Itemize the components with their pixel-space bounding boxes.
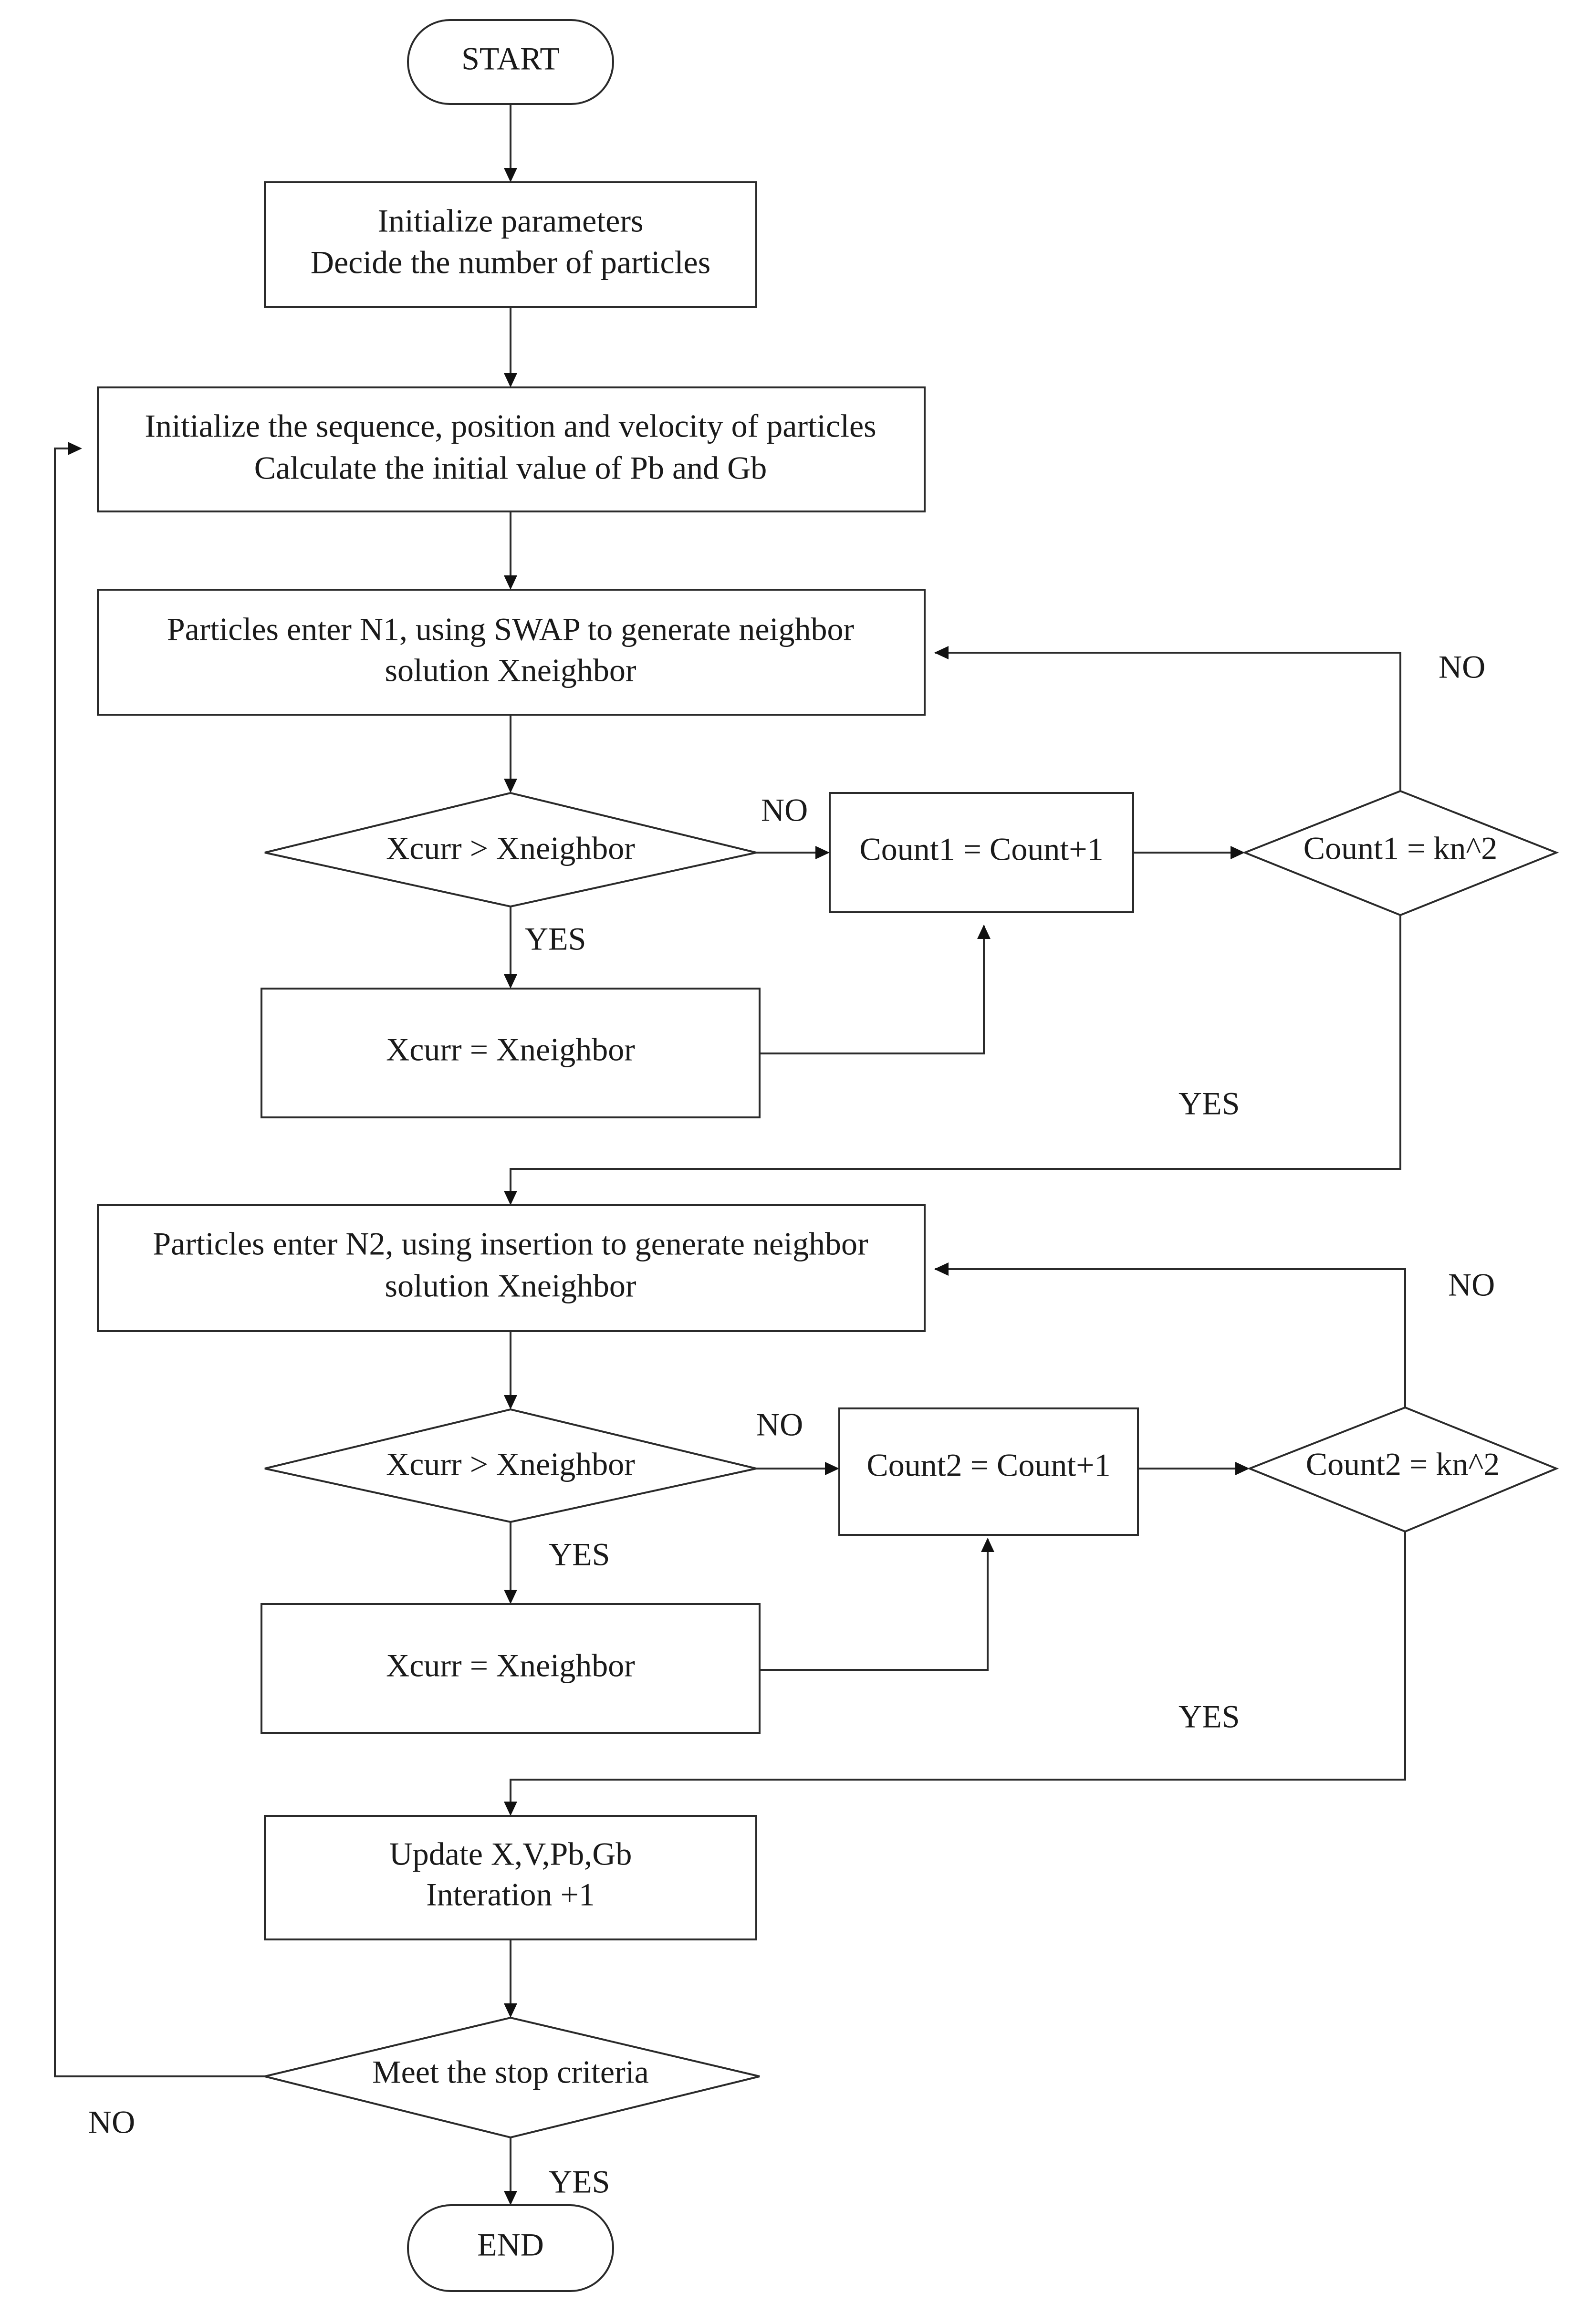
arrowhead [934,1262,949,1276]
arrowhead [1235,1462,1250,1475]
n1-check-label: Count1 = kn^2 [1304,830,1498,866]
edge-assign2-to-count2 [760,1539,989,1671]
arrowhead [1231,846,1245,859]
n1-compare-yes-label: YES [525,921,586,957]
arrowhead [504,2191,517,2205]
n2-enter-node: Particles enter N2, using insertion to g… [97,1204,926,1332]
n1-check-yes-label: YES [1179,1085,1240,1122]
arrowhead [504,575,517,590]
update-line-1: Update X,V,Pb,Gb [389,1836,632,1872]
stop-check-label: Meet the stop criteria [372,2054,649,2090]
update-line-2: Interation +1 [426,1876,595,1913]
start-node: START [407,19,614,105]
init-params-line-2: Decide the number of particles [311,244,710,281]
arrowhead [504,168,517,182]
arrowhead [934,646,949,659]
n1-count-node: Count1 = Count+1 [829,792,1134,913]
n2-check-decision: Count2 = kn^2 [1247,1406,1559,1533]
n1-check-decision: Count1 = kn^2 [1242,790,1559,917]
arrowhead [504,1395,517,1409]
init-particles-line-2: Calculate the initial value of Pb and Gb [254,450,767,486]
edge-assign1-to-count1 [760,926,985,1054]
n2-compare-yes-label: YES [549,1536,610,1573]
edge-labels: NO NO YES YES NO NO YES YES NO YES [88,649,1495,2200]
arrowhead [504,974,517,989]
n2-count-node: Count2 = Count+1 [838,1407,1139,1536]
n1-assign-node: Xcurr = Xneighbor [261,988,761,1118]
n2-assign-node: Xcurr = Xneighbor [261,1603,761,1734]
n2-check-label: Count2 = kn^2 [1306,1446,1500,1482]
edge-check2-no-to-n2 [935,1268,1406,1407]
edge-stop-no-to-particles [54,448,265,2077]
edge-check1-no-to-n1 [935,652,1401,791]
end-node: END [407,2204,614,2292]
n2-enter-line-2: solution Xneighbor [385,1268,636,1304]
connectors [54,104,1406,2203]
init-params-node: Initialize parameters Decide the number … [264,181,757,308]
n1-assign-label: Xcurr = Xneighbor [386,1032,635,1068]
edge-check1-yes-to-n2 [510,915,1401,1203]
update-node: Update X,V,Pb,Gb Interation +1 [264,1815,757,1940]
n2-loop-no-label: NO [1448,1267,1495,1303]
edge-check2-yes-to-update [510,1532,1406,1814]
init-particles-node: Initialize the sequence, position and ve… [97,386,926,512]
arrowhead [977,925,991,939]
start-label: START [461,41,560,77]
arrowhead [68,442,82,455]
stop-yes-label: YES [549,2164,610,2200]
arrowhead [504,1802,517,1816]
n2-compare-label: Xcurr > Xneighbor [386,1446,635,1482]
n2-check-yes-label: YES [1179,1699,1240,1735]
init-params-line-1: Initialize parameters [378,203,644,239]
n2-compare-no-label: NO [756,1407,803,1443]
n2-compare-decision: Xcurr > Xneighbor [264,1408,757,1523]
arrowhead [825,1462,839,1475]
end-label: END [477,2227,544,2263]
stop-check-decision: Meet the stop criteria [264,2016,760,2139]
n1-enter-line-1: Particles enter N1, using SWAP to genera… [167,611,855,647]
n1-compare-no-label: NO [761,792,808,828]
arrowhead [981,1538,994,1552]
n1-compare-label: Xcurr > Xneighbor [386,830,635,866]
n1-count-label: Count1 = Count+1 [859,831,1103,867]
arrowhead [504,1191,517,1205]
n1-loop-no-label: NO [1439,649,1485,685]
arrowhead [504,779,517,793]
init-particles-line-1: Initialize the sequence, position and ve… [145,408,876,444]
n2-count-label: Count2 = Count+1 [866,1447,1110,1483]
arrowhead [504,1590,517,1604]
n2-assign-label: Xcurr = Xneighbor [386,1647,635,1684]
arrowhead [815,846,830,859]
n1-compare-decision: Xcurr > Xneighbor [264,792,757,908]
n1-enter-line-2: solution Xneighbor [385,652,636,688]
stop-no-label: NO [88,2104,135,2140]
arrowhead [504,2003,517,2018]
arrowhead [504,373,517,387]
n1-enter-node: Particles enter N1, using SWAP to genera… [97,589,926,716]
n2-enter-line-1: Particles enter N2, using insertion to g… [153,1226,868,1262]
arrowheads [68,168,1250,2205]
